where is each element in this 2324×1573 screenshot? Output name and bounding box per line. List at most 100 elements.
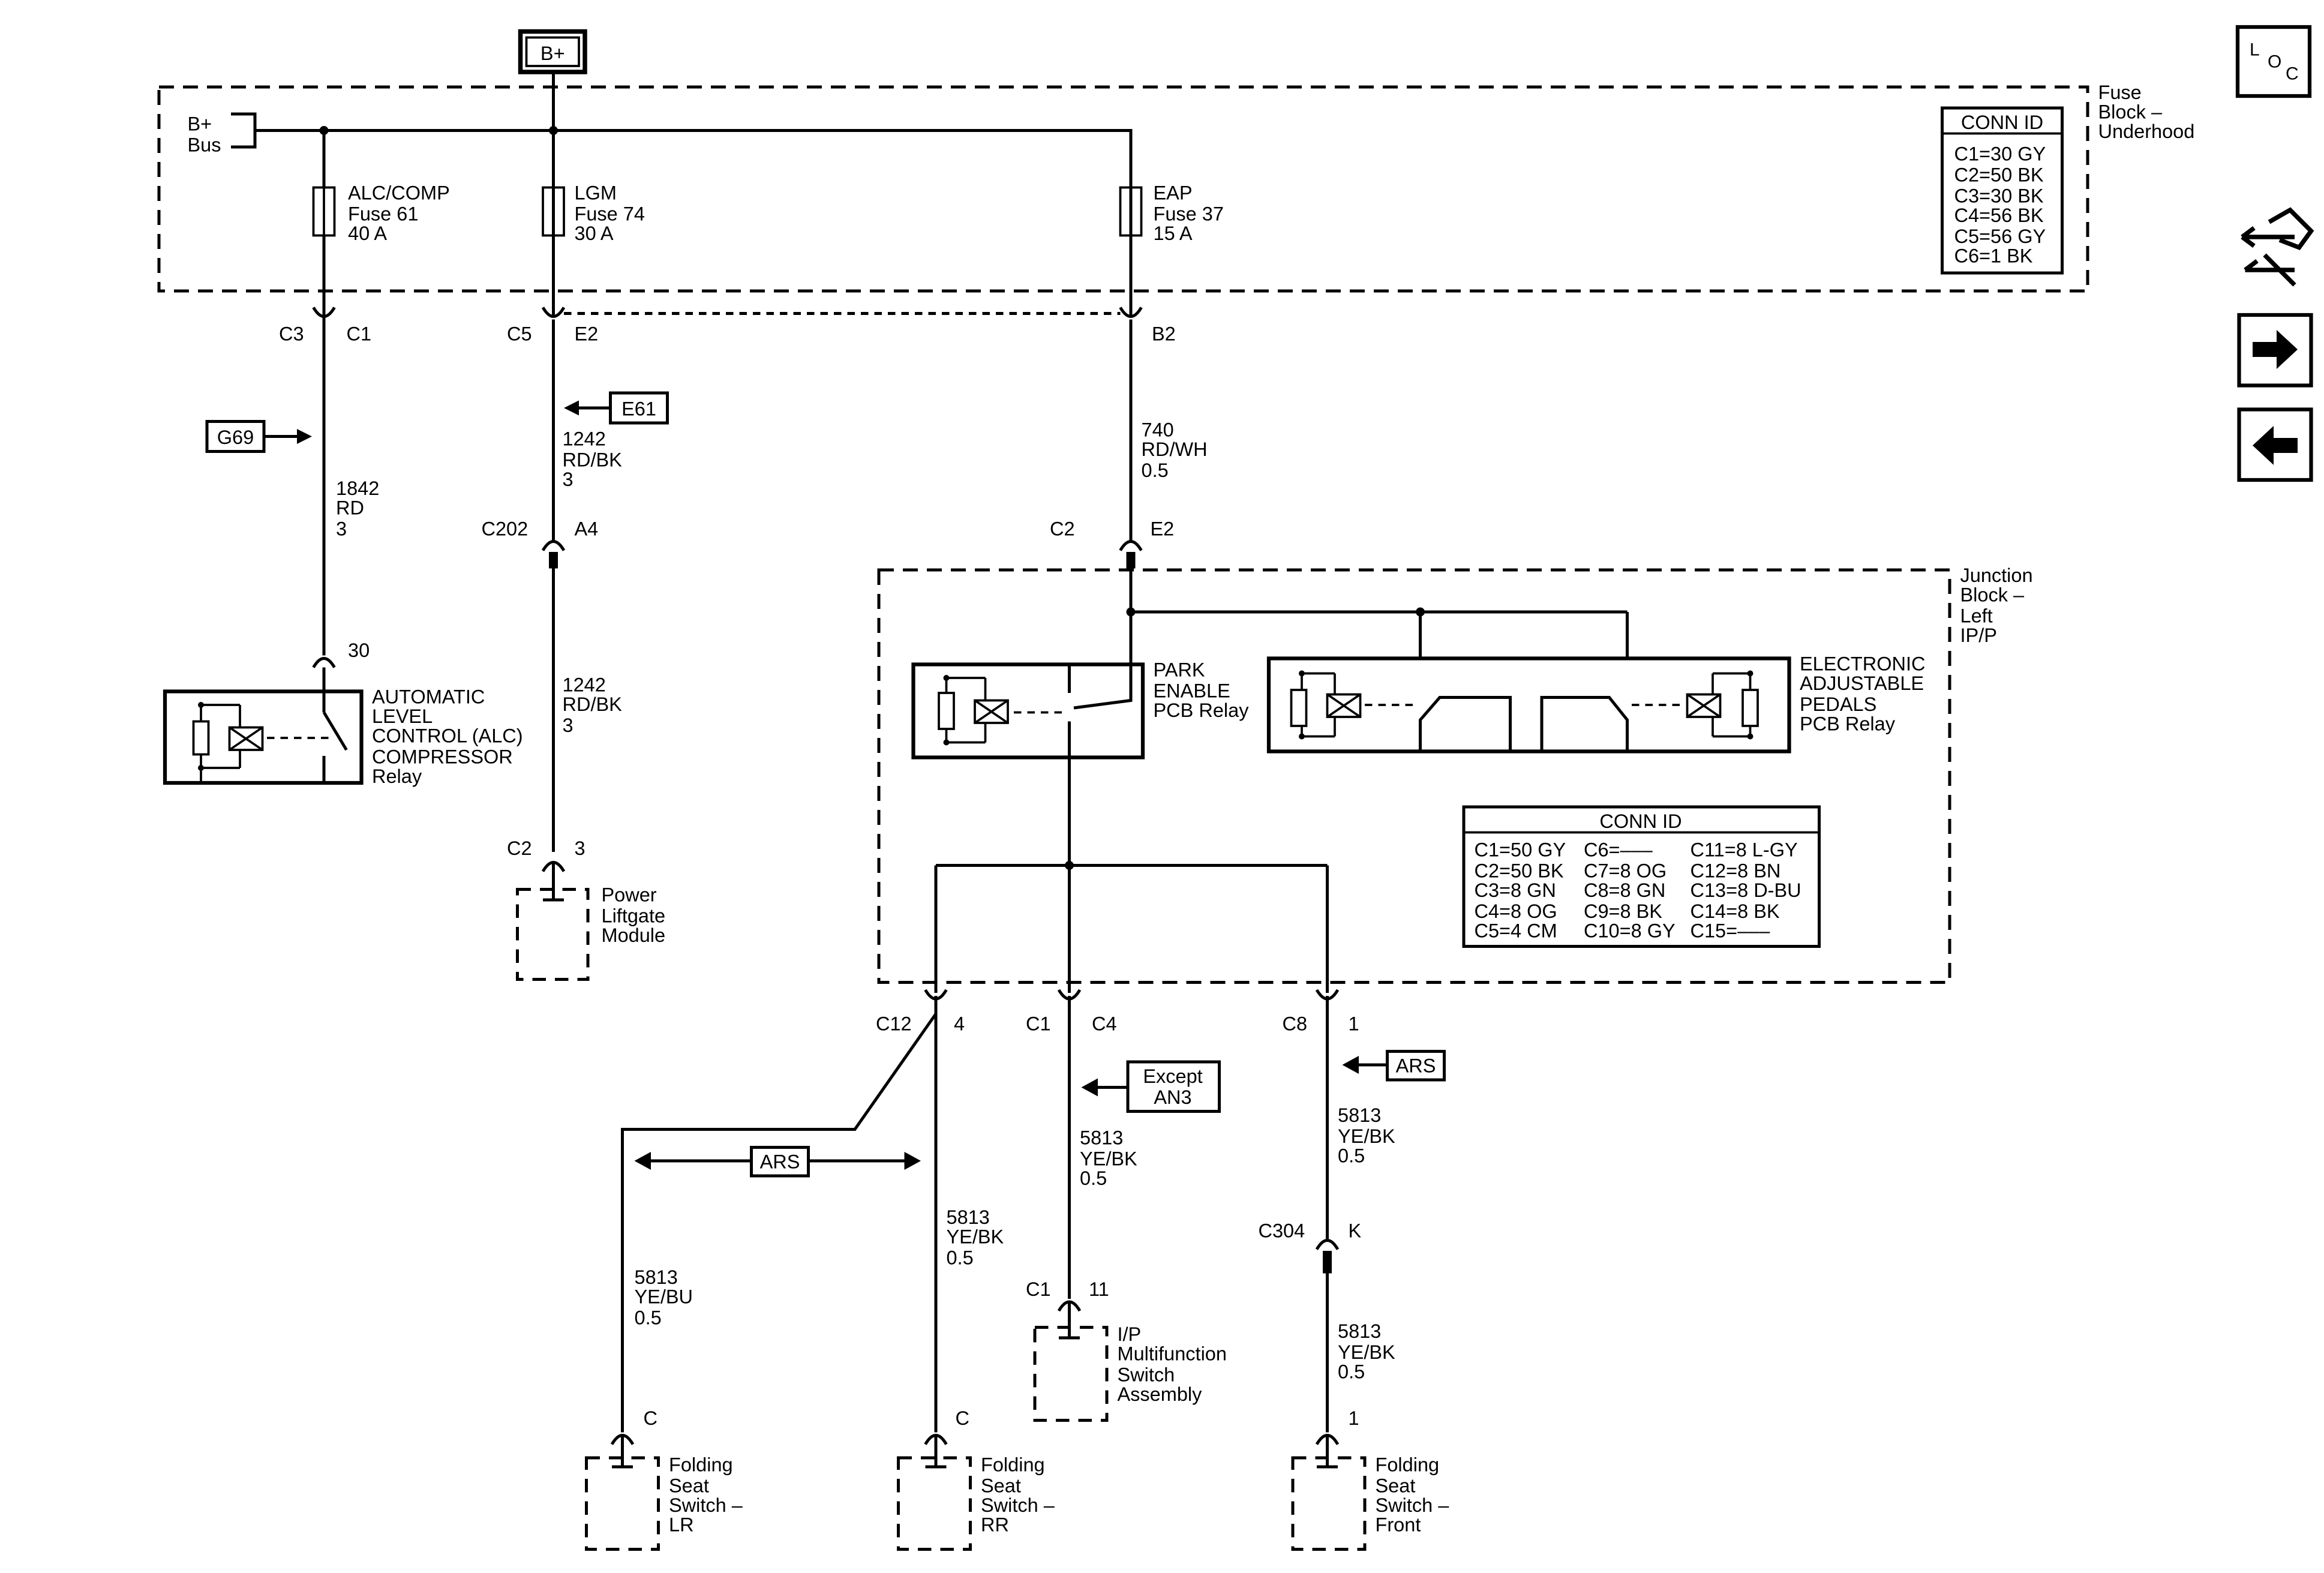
svg-text:0.5: 0.5 xyxy=(1338,1361,1365,1383)
svg-text:Seat: Seat xyxy=(981,1475,1021,1497)
svg-text:COMPRESSOR: COMPRESSOR xyxy=(372,746,513,768)
svg-text:AUTOMATIC: AUTOMATIC xyxy=(372,686,485,708)
svg-text:3: 3 xyxy=(563,715,574,736)
svg-text:IP/P: IP/P xyxy=(1960,625,1997,646)
svg-text:Bus: Bus xyxy=(188,134,221,156)
svg-text:YE/BK: YE/BK xyxy=(1338,1341,1395,1363)
svg-text:Seat: Seat xyxy=(669,1475,709,1497)
connector-c304-k: C304 K xyxy=(1259,1220,1362,1274)
svg-text:CONN ID: CONN ID xyxy=(1599,810,1682,832)
wire-740-label: 740 RD/WH 0.5 xyxy=(1142,419,1208,482)
svg-text:C5=4 CM: C5=4 CM xyxy=(1475,920,1557,942)
connector-c1-c4: C1 C4 xyxy=(1026,989,1117,1035)
ars-option-double-arrow[interactable]: ARS xyxy=(634,1146,921,1178)
e61-reference[interactable]: E61 xyxy=(564,391,669,425)
svg-text:RD: RD xyxy=(336,497,364,519)
svg-text:5813: 5813 xyxy=(1338,1320,1381,1342)
svg-text:C13=8 D-BU: C13=8 D-BU xyxy=(1691,879,1801,901)
svg-text:EAP: EAP xyxy=(1154,182,1193,204)
folding-seat-switch-front: 1 Folding Seat Switch – Front xyxy=(1291,1407,1450,1551)
fuse-eap: EAP Fuse 37 15 A xyxy=(1119,182,1224,315)
svg-text:Module: Module xyxy=(602,924,666,946)
svg-text:Assembly: Assembly xyxy=(1118,1383,1203,1405)
loc-icon[interactable]: L O C xyxy=(2235,25,2312,98)
svg-text:RD/BK: RD/BK xyxy=(563,694,623,715)
svg-text:ALC/COMP: ALC/COMP xyxy=(348,182,450,204)
svg-text:Fuse 61: Fuse 61 xyxy=(348,203,418,225)
svg-text:0.5: 0.5 xyxy=(947,1247,974,1269)
svg-text:Folding: Folding xyxy=(669,1454,733,1476)
svg-text:C4: C4 xyxy=(1092,1013,1117,1035)
connector-c2-e2: C2 E2 xyxy=(1050,518,1174,569)
svg-text:4: 4 xyxy=(954,1013,965,1035)
svg-text:Multifunction: Multifunction xyxy=(1118,1343,1227,1365)
svg-text:PCB Relay: PCB Relay xyxy=(1800,713,1896,735)
connector-c2-3: C2 3 xyxy=(507,837,585,872)
svg-text:YE/BK: YE/BK xyxy=(1338,1125,1395,1147)
svg-text:1242: 1242 xyxy=(563,674,606,696)
bus-to-eap-wire xyxy=(255,129,1133,188)
svg-text:Switch –: Switch – xyxy=(981,1494,1055,1516)
svg-text:Front: Front xyxy=(1376,1514,1421,1536)
svg-text:Switch –: Switch – xyxy=(1376,1494,1450,1516)
next-page-arrow-icon[interactable] xyxy=(2237,313,2313,388)
svg-text:ARS: ARS xyxy=(1396,1055,1436,1077)
svg-text:5813: 5813 xyxy=(1338,1104,1381,1126)
svg-text:Switch –: Switch – xyxy=(669,1494,743,1516)
svg-text:RR: RR xyxy=(981,1514,1009,1536)
svg-text:C1=30 GY: C1=30 GY xyxy=(1954,143,2046,165)
svg-text:ARS: ARS xyxy=(760,1151,800,1173)
svg-text:C5: C5 xyxy=(507,323,532,345)
svg-text:O: O xyxy=(2268,52,2281,72)
previous-page-arrow-icon[interactable] xyxy=(2237,407,2313,482)
svg-text:Relay: Relay xyxy=(372,766,422,787)
wire-5813-right-upper-label: 5813 YE/BK 0.5 xyxy=(1338,1104,1395,1167)
wire-5813-lr-label: 5813 YE/BU 0.5 xyxy=(635,1266,693,1329)
svg-text:Block –: Block – xyxy=(1960,584,2025,606)
g69-reference[interactable]: G69 xyxy=(205,420,312,453)
svg-text:C11=8 L-GY: C11=8 L-GY xyxy=(1691,839,1798,861)
svg-text:LR: LR xyxy=(669,1514,694,1536)
lower-wiring xyxy=(621,1013,1329,1433)
wire-5813-rr-label: 5813 YE/BK 0.5 xyxy=(947,1206,1004,1269)
svg-text:3: 3 xyxy=(575,837,585,859)
ars-option-arrow[interactable]: ARS xyxy=(1342,1050,1446,1082)
svg-text:ELECTRONIC: ELECTRONIC xyxy=(1800,653,1925,675)
svg-text:3: 3 xyxy=(336,518,347,540)
connector-c8-1: C8 1 xyxy=(1283,989,1359,1035)
svg-text:Fuse 74: Fuse 74 xyxy=(575,203,645,225)
fuse-alc-comp: ALC/COMP Fuse 61 40 A xyxy=(312,130,450,315)
b-plus-source: B+ xyxy=(518,29,587,74)
svg-text:CONN ID: CONN ID xyxy=(1961,112,2043,133)
svg-text:C4=56 BK: C4=56 BK xyxy=(1954,205,2044,226)
svg-text:C14=8 BK: C14=8 BK xyxy=(1691,900,1780,922)
junction-block-label: Junction Block – Left IP/P xyxy=(1960,565,2033,646)
svg-text:1842: 1842 xyxy=(336,478,379,499)
svg-text:0.5: 0.5 xyxy=(1080,1167,1107,1189)
fuse-lgm: LGM Fuse 74 30 A xyxy=(542,130,645,315)
folding-seat-switch-lr: C Folding Seat Switch – LR xyxy=(585,1407,743,1551)
wire-5813-center-label: 5813 YE/BK 0.5 xyxy=(1080,1127,1137,1190)
svg-text:Switch: Switch xyxy=(1118,1364,1175,1386)
svg-text:LEVEL: LEVEL xyxy=(372,706,433,727)
svg-text:Fuse: Fuse xyxy=(2098,82,2142,103)
connector-c5-e2: C5 E2 xyxy=(507,307,598,345)
svg-text:AN3: AN3 xyxy=(1154,1086,1191,1108)
ip-multifunction-switch-assembly: I/P Multifunction Switch Assembly xyxy=(1033,1303,1227,1422)
svg-text:YE/BK: YE/BK xyxy=(1080,1148,1137,1170)
connector-c1-11: C1 11 xyxy=(1026,1278,1109,1312)
svg-text:ADJUSTABLE: ADJUSTABLE xyxy=(1800,673,1924,694)
svg-text:C8=8 GN: C8=8 GN xyxy=(1584,879,1665,901)
svg-text:Liftgate: Liftgate xyxy=(602,905,666,927)
conn-id-table-fuse-block: CONN ID C1=30 GY C2=50 BK C3=30 BK C4=56… xyxy=(1941,106,2064,275)
connector-b2: B2 xyxy=(1119,307,1176,345)
except-an3-reference[interactable]: Except AN3 xyxy=(1081,1060,1221,1113)
svg-text:C2=50 BK: C2=50 BK xyxy=(1475,860,1564,882)
svg-text:C8: C8 xyxy=(1283,1013,1308,1035)
svg-text:C3=30 BK: C3=30 BK xyxy=(1954,185,2044,207)
svg-text:C15=–––: C15=––– xyxy=(1691,920,1771,942)
svg-text:Except: Except xyxy=(1143,1065,1202,1087)
svg-text:C3: C3 xyxy=(279,323,304,345)
connector-end-view-icon[interactable] xyxy=(2241,207,2314,287)
